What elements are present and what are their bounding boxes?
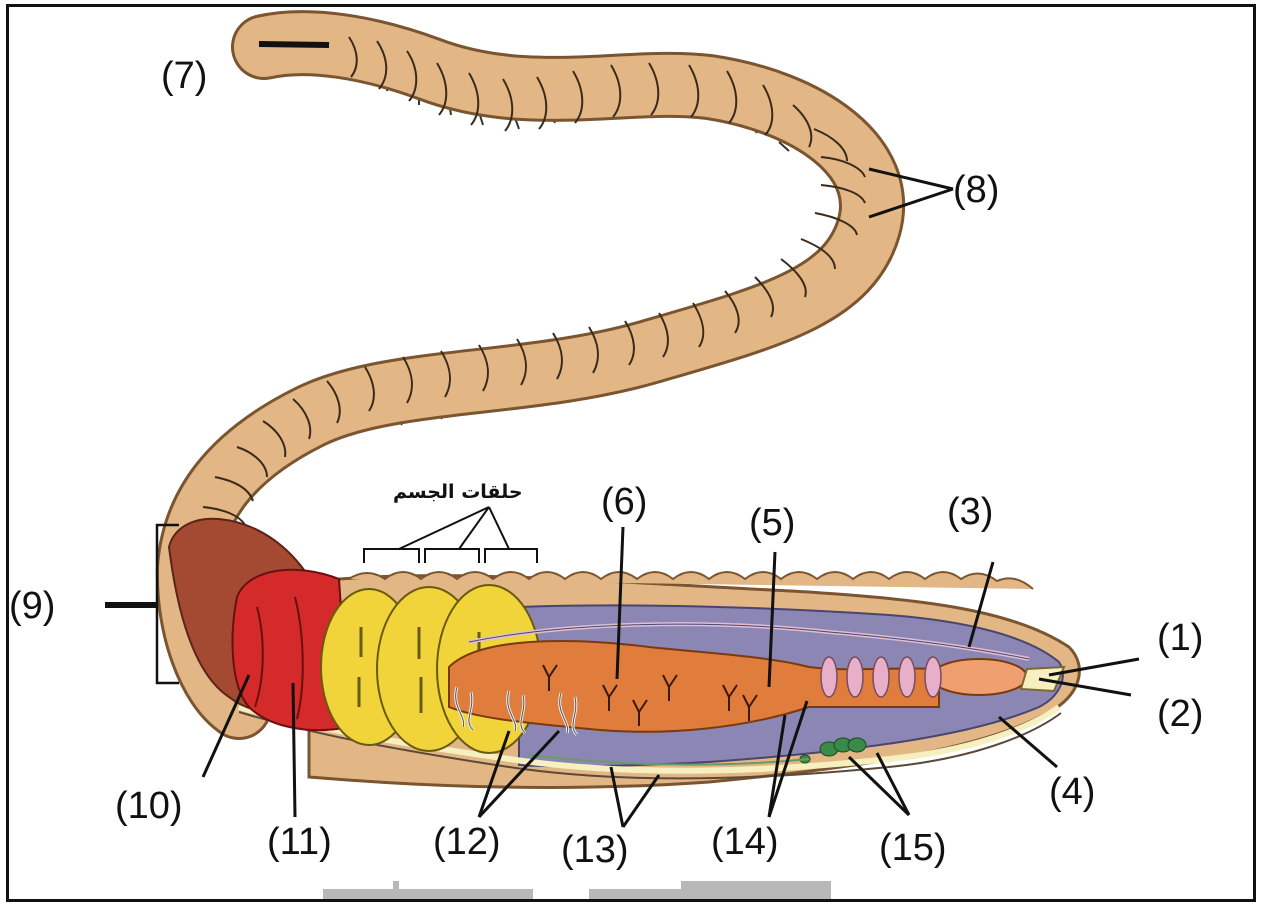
label-10: (10) — [115, 787, 183, 825]
label-14: (14) — [711, 823, 779, 861]
segment-brackets — [364, 507, 537, 563]
label-4: (4) — [1049, 773, 1095, 811]
label-5: (5) — [749, 504, 795, 542]
diagram-frame: (7) (8) (6) (5) (3) (1) (2) (4) (9) (10)… — [6, 4, 1256, 902]
label-3: (3) — [947, 493, 993, 531]
label-6: (6) — [601, 483, 647, 521]
label-8: (8) — [953, 171, 999, 209]
body-segments-label: حلقات الجسم — [393, 481, 523, 503]
bottom-gray-bars — [323, 881, 831, 899]
earthworm-diagram — [9, 7, 1253, 899]
label-2: (2) — [1157, 695, 1203, 733]
label-12: (12) — [433, 823, 501, 861]
gizzard — [931, 659, 1027, 695]
label-9: (9) — [9, 587, 55, 625]
label-7: (7) — [161, 57, 207, 95]
label-13: (13) — [561, 831, 629, 869]
label-1: (1) — [1157, 619, 1203, 657]
label-15: (15) — [879, 829, 947, 867]
label-11: (11) — [267, 823, 332, 861]
tail-tip-line — [259, 44, 329, 45]
